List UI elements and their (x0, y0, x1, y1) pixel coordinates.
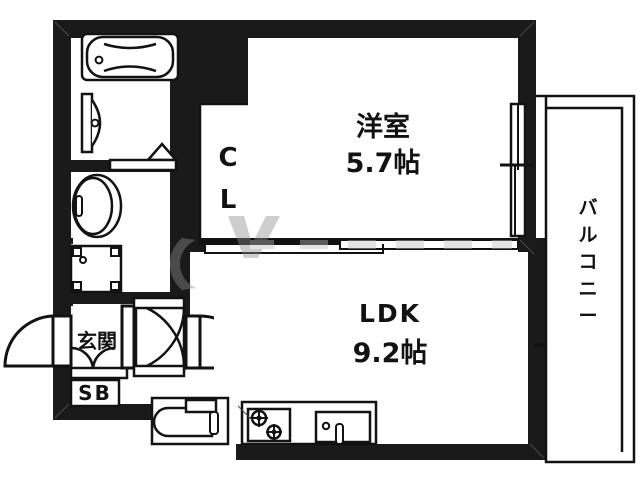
ldk-name-label: LDK (359, 299, 421, 328)
balcony-char-3: ニ (578, 278, 597, 300)
bedroom-size-label: 5.7帖 (346, 148, 421, 179)
balcony-char-1: ル (578, 224, 597, 246)
watermark-overlay (169, 216, 512, 290)
kitchen-group (150, 396, 378, 446)
stove-burner-2 (266, 424, 282, 440)
ldk-size-label: 9.2帖 (353, 338, 428, 369)
genkan-inner-doors[interactable] (69, 346, 129, 380)
bedroom-sliding-window[interactable] (500, 102, 534, 238)
balcony-char-2: コ (578, 251, 597, 273)
toilet-door-swing[interactable] (134, 302, 186, 372)
washing-machine-pan-group (69, 244, 170, 294)
balcony-char-0: バ (578, 197, 597, 219)
shoe-box-label: SB (78, 381, 112, 405)
bedroom-floor (248, 38, 518, 238)
room-divider-sliding-doors[interactable] (200, 238, 520, 254)
balcony-group (536, 94, 636, 464)
wall-corner-bevels (54, 21, 545, 459)
closet-label-line1: C (218, 143, 237, 173)
toilet-group (71, 172, 170, 239)
hall-door-leaf[interactable] (120, 304, 136, 370)
balcony-char-4: ー (578, 305, 597, 327)
entrance-label: 玄関 (77, 329, 117, 353)
toilet-tank-fixture (152, 406, 214, 438)
balcony-label: バ ル コ ニ ー (578, 197, 597, 327)
closet-label-line2: L (220, 185, 237, 215)
stove-burner-1 (250, 409, 268, 427)
washbasin-counter (80, 92, 94, 154)
bedroom-name-label: 洋室 (356, 111, 410, 143)
shoe-box-fixture (69, 378, 121, 408)
entry-door-swing[interactable] (3, 314, 73, 368)
shoe-box-group (69, 378, 121, 408)
entrance-group (3, 306, 129, 380)
washbasin-group (80, 92, 179, 172)
